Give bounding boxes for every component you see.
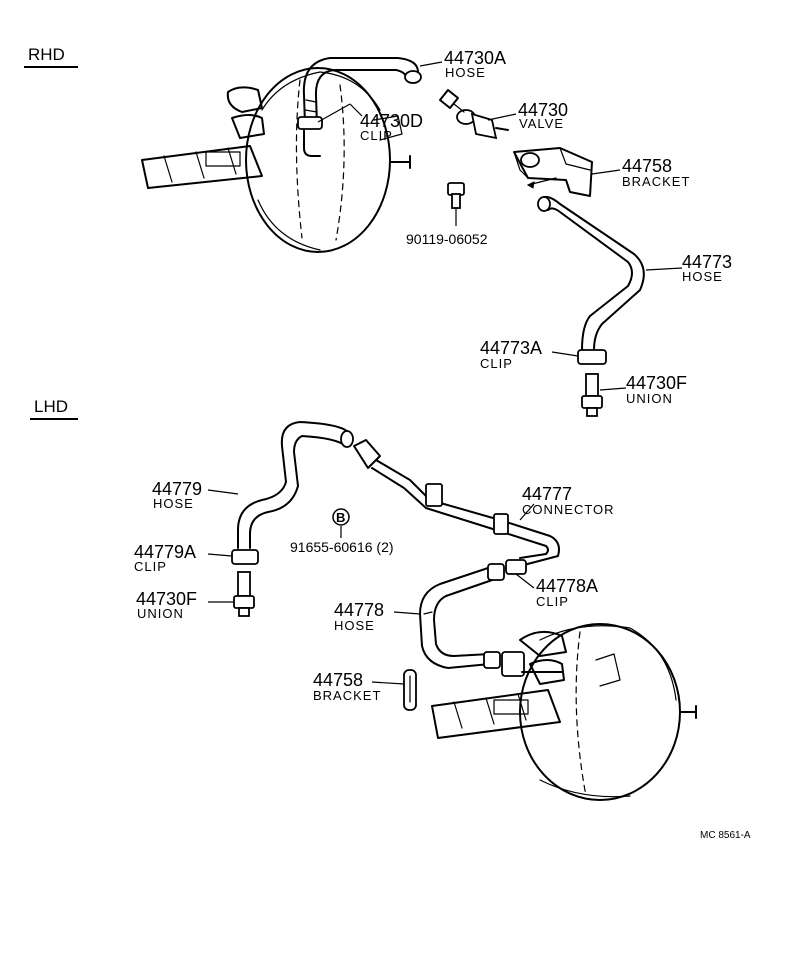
part-number-rhd-44730f: 44730F: [626, 373, 687, 393]
part-name-lhd-44777: CONNECTOR: [522, 502, 615, 517]
part-number-rhd-90119: 90119-06052: [406, 231, 488, 247]
part-number-lhd-91655: 91655-60616 (2): [290, 539, 394, 555]
lhd-hose-44779: [237, 421, 354, 549]
lhd-bolt-symbol: B: [332, 508, 350, 526]
part-name-lhd-44778a: CLIP: [536, 594, 569, 609]
lhd-clip-44779a: [231, 549, 259, 565]
part-number-rhd-44758: 44758: [622, 156, 672, 176]
rhd-union-44730f: [581, 373, 603, 417]
part-number-rhd-44730a: 44730A: [444, 48, 506, 68]
part-name-rhd-44730a: HOSE: [445, 65, 486, 80]
symbol-b-label: B: [336, 510, 345, 525]
section-rhd-label: RHD: [28, 45, 65, 64]
rhd-clip-44773a: [577, 349, 607, 365]
rhd-clip-44730d: [297, 116, 323, 157]
part-name-rhd-44730f: UNION: [626, 391, 673, 406]
rhd-valve-44730: [439, 89, 509, 140]
part-number-rhd-44730: 44730: [518, 100, 568, 120]
rhd-bolt-90119: [447, 182, 465, 209]
lhd-connector-44777: [353, 439, 560, 567]
part-number-lhd-44779a: 44779A: [134, 542, 196, 562]
rhd-hose-44773: [537, 195, 645, 351]
part-number-lhd-44778: 44778: [334, 600, 384, 620]
part-number-lhd-44730f: 44730F: [136, 589, 197, 609]
lhd-hose-44778: [419, 563, 505, 669]
part-name-rhd-44730d: CLIP: [360, 128, 393, 143]
lhd-brake-booster: [431, 623, 697, 801]
part-name-rhd-44773a: CLIP: [480, 356, 513, 371]
part-name-lhd-44779a: CLIP: [134, 559, 167, 574]
part-number-rhd-44730d: 44730D: [360, 111, 423, 131]
part-name-rhd-44730: VALVE: [519, 116, 564, 131]
lhd-bracket-44758: [403, 669, 417, 711]
rhd-bracket-44758: [513, 147, 593, 197]
part-number-rhd-44773: 44773: [682, 252, 732, 272]
part-number-lhd-44779: 44779: [152, 479, 202, 499]
figure-reference: MC 8561-A: [700, 830, 751, 841]
part-number-rhd-44773a: 44773A: [480, 338, 542, 358]
part-name-rhd-44773: HOSE: [682, 269, 723, 284]
section-lhd-label: LHD: [34, 397, 68, 416]
part-name-rhd-44758: BRACKET: [622, 174, 690, 189]
lhd-clip-44778a: [501, 559, 527, 677]
rhd-brake-booster: [141, 67, 411, 253]
part-name-lhd-44730f: UNION: [137, 606, 184, 621]
part-number-lhd-44777: 44777: [522, 484, 572, 504]
lhd-union-44730f: [233, 571, 255, 617]
part-name-lhd-44758: BRACKET: [313, 688, 381, 703]
part-name-lhd-44778: HOSE: [334, 618, 375, 633]
part-number-lhd-44758: 44758: [313, 670, 363, 690]
rhd-hose-44730a: [302, 57, 422, 126]
part-name-lhd-44779: HOSE: [153, 496, 194, 511]
part-number-lhd-44778a: 44778A: [536, 576, 598, 596]
